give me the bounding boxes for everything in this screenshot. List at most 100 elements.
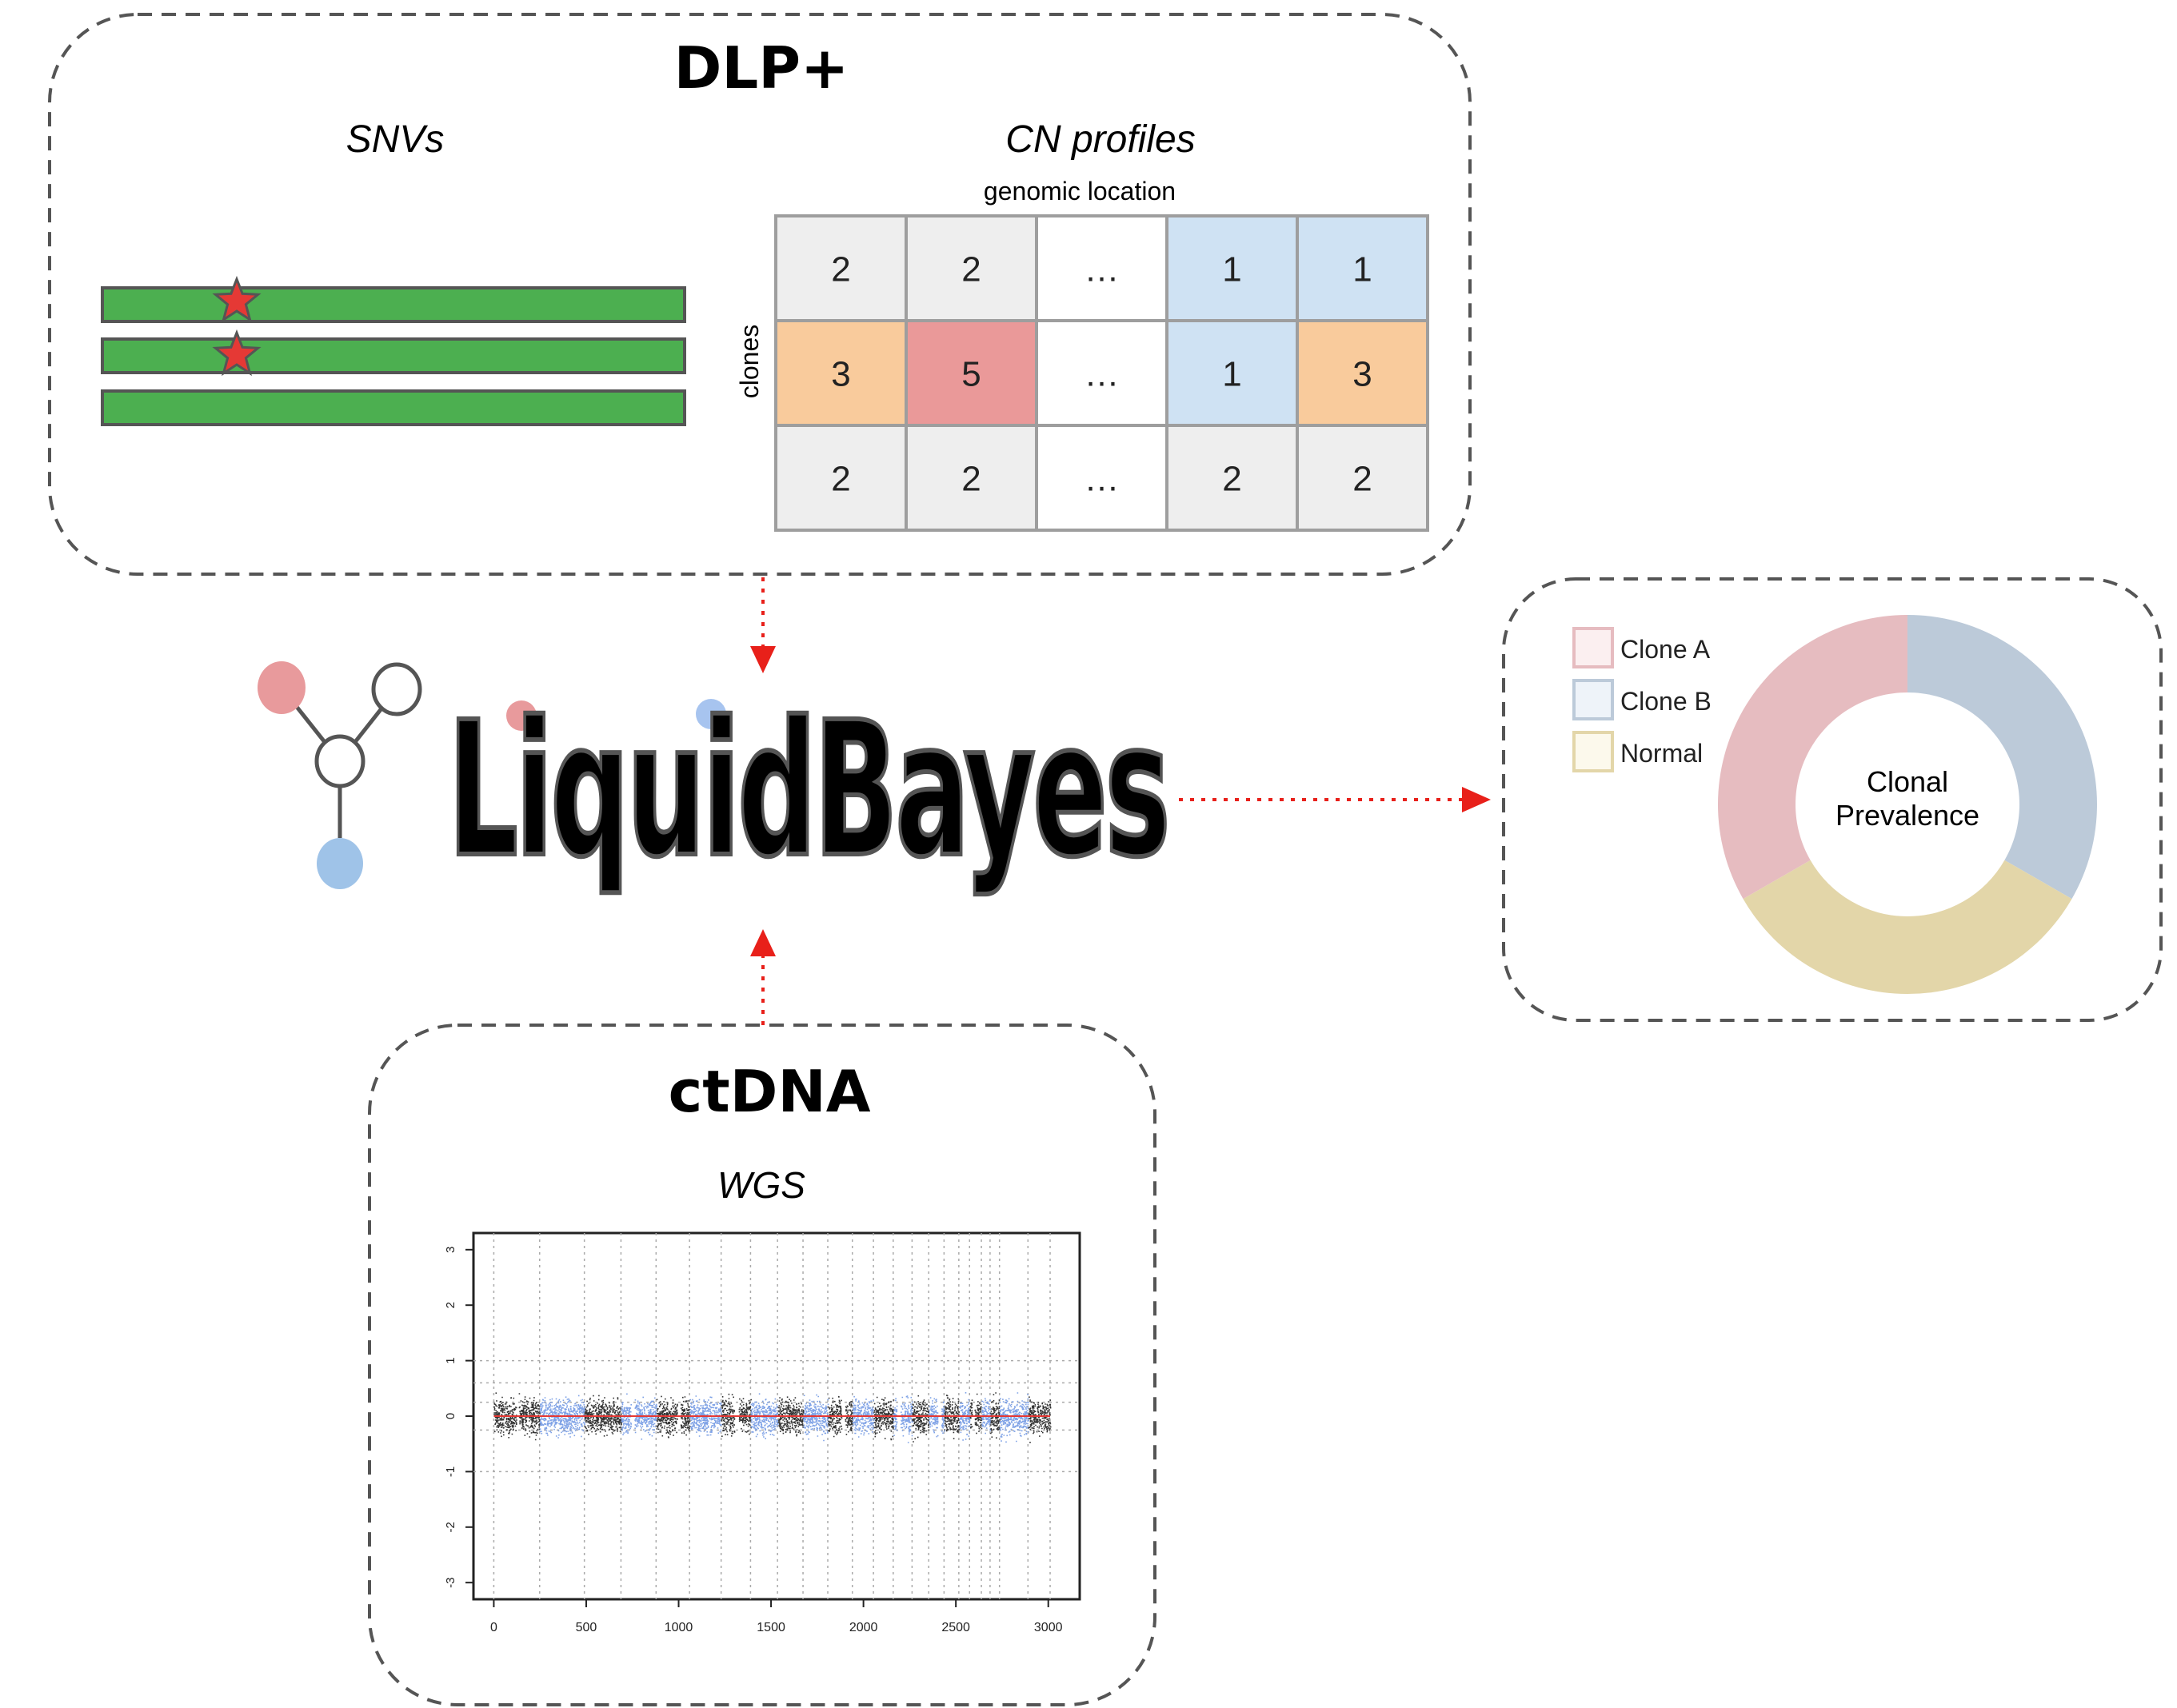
cn-ylabel: clones	[735, 325, 764, 399]
ctdna-panel-border	[368, 1024, 1156, 1706]
x-tick-label: 1500	[757, 1621, 785, 1634]
wgs-points	[999, 1392, 1029, 1443]
snv-read-1	[101, 286, 686, 323]
wgs-plot: 0 500 1000 1500 2000 2500 3000 3 2 1 0 -1 -2 -3	[444, 1231, 1081, 1634]
root-node	[314, 734, 365, 788]
cn-profiles-label: CN profiles	[1005, 118, 1195, 161]
x-tick-label: 0	[490, 1621, 497, 1634]
arrow-head-down-icon	[750, 646, 776, 673]
cn-cell	[1165, 319, 1299, 427]
cn-cell-value: 2	[1222, 460, 1241, 499]
wgs-points	[493, 1392, 541, 1441]
cn-cell	[1165, 424, 1299, 532]
wgs-points	[803, 1394, 829, 1442]
cn-cell-value: …	[1085, 250, 1120, 289]
donut-slice	[1743, 860, 2072, 995]
y-tick-label: 2	[444, 1302, 457, 1308]
cn-cell-value: …	[1085, 460, 1120, 499]
cn-cell-value: 1	[1352, 250, 1372, 289]
ctdna-panel: ctDNA WGS 0 500 1000 1500 2000 2500 3000 3 2 1 0 -1…	[368, 1024, 1156, 1706]
cn-cell	[1035, 319, 1168, 427]
mutation-star-icon	[212, 275, 262, 323]
snv-reads	[101, 275, 686, 426]
clone-b-node	[317, 838, 363, 889]
snv-read-2	[101, 337, 686, 374]
cn-cell	[1035, 214, 1168, 322]
cn-cell-value: 2	[961, 250, 981, 289]
donut-center-line2: Prevalence	[1835, 799, 1979, 832]
wgs-points	[1028, 1396, 1052, 1443]
dlp-panel: DLP+ SNVs CN profiles genomic location c…	[48, 13, 1472, 576]
logo-dot-blue	[696, 699, 726, 729]
dlp-title: DLP+	[674, 34, 849, 102]
y-tick-label: 3	[444, 1247, 457, 1253]
y-tick-label: -3	[444, 1578, 457, 1588]
donut-center-line1: Clonal	[1867, 765, 1948, 798]
liquidbayes-logo: LiquidBayes	[258, 661, 1175, 900]
legend-label: Clone B	[1620, 687, 1712, 716]
cn-cell	[905, 424, 1038, 532]
brand-name: LiquidBayes	[448, 682, 1168, 898]
legend-label: Clone A	[1620, 635, 1711, 664]
snv-read-3	[101, 389, 686, 426]
cn-cell	[1035, 424, 1168, 532]
cn-cell	[774, 214, 908, 322]
wgs-points	[912, 1395, 930, 1443]
mutation-star-icon	[212, 329, 262, 377]
donut-slice	[1907, 615, 2098, 900]
cn-cell-value: 1	[1222, 355, 1241, 394]
cn-cell-value: 2	[1352, 460, 1372, 499]
prevalence-panel-border	[1502, 577, 2163, 1022]
wgs-points	[539, 1395, 586, 1439]
flow-arrows	[750, 577, 1491, 1025]
wgs-points	[656, 1395, 691, 1439]
cn-cell	[1296, 319, 1429, 427]
prevalence-donut	[1718, 614, 2098, 995]
y-tick-label: 1	[444, 1357, 457, 1363]
arrow-head-right-icon	[1462, 787, 1491, 812]
x-tick-label: 2000	[849, 1621, 878, 1634]
wgs-points	[721, 1393, 752, 1437]
cn-cell-value: 5	[961, 355, 981, 394]
x-tick-label: 3000	[1034, 1621, 1063, 1634]
legend-swatch	[1572, 731, 1614, 772]
cn-cell-value: 2	[831, 250, 850, 289]
legend-swatch	[1572, 627, 1614, 668]
wgs-points	[893, 1395, 913, 1443]
y-tick-label: -1	[444, 1467, 457, 1477]
normal-node	[371, 662, 422, 716]
cn-cell-value: 2	[961, 460, 981, 499]
arrow-head-up-icon	[750, 929, 776, 956]
clone-tree-icon	[258, 661, 422, 889]
ctdna-title: ctDNA	[669, 1058, 871, 1125]
cn-xlabel: genomic location	[984, 177, 1176, 206]
cn-cell-value: 3	[831, 355, 850, 394]
cn-matrix: 2 2 … 1 1 3 5 … 1 3 2 2 … 2 2	[774, 214, 1429, 532]
x-tick-label: 500	[576, 1621, 597, 1634]
cn-cell-value: 2	[831, 460, 850, 499]
prevalence-legend: Clone A Clone B Normal	[1572, 627, 1712, 772]
clone-a-node	[258, 661, 306, 714]
wgs-points	[929, 1397, 945, 1438]
cn-cell	[774, 424, 908, 532]
wgs-label: WGS	[717, 1164, 805, 1206]
wgs-points	[969, 1393, 983, 1435]
prevalence-panel: Clone A Clone B Normal Clonal Prevalence	[1502, 577, 2163, 1022]
cn-cell	[1296, 424, 1429, 532]
cn-cell	[905, 214, 1038, 322]
cn-cell-value: …	[1085, 355, 1120, 394]
y-tick-label: -2	[444, 1522, 457, 1532]
cn-cell-value: 1	[1222, 250, 1241, 289]
legend-swatch	[1572, 679, 1614, 720]
legend-label: Normal	[1620, 739, 1703, 768]
snv-label: SNVs	[346, 118, 445, 161]
wgs-points	[944, 1395, 961, 1439]
x-tick-label: 1000	[665, 1621, 693, 1634]
x-tick-label: 2500	[941, 1621, 970, 1634]
logo-dot-red	[506, 700, 537, 731]
cn-cell-value: 3	[1352, 355, 1372, 394]
y-tick-label: 0	[444, 1413, 457, 1419]
dlp-panel-border	[48, 13, 1472, 576]
donut-slice	[1718, 614, 1908, 900]
